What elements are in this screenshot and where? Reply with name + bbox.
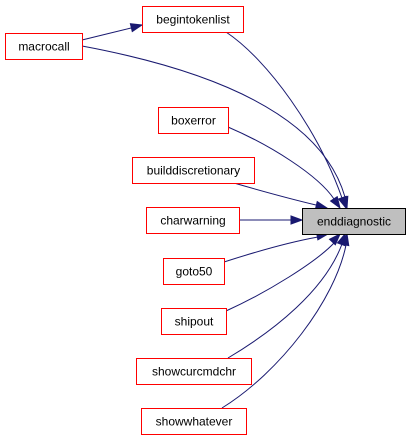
edge-builddiscretionary-to-enddiagnostic (233, 182, 329, 210)
caller-node-shipout[interactable]: shipout (161, 308, 227, 335)
edge-line (223, 236, 319, 263)
arrowhead-icon (129, 23, 144, 33)
node-label: macrocall (18, 40, 69, 54)
edge-line (81, 27, 132, 41)
node-label: builddiscretionary (147, 164, 240, 178)
caller-node-showwhatever[interactable]: showwhatever (141, 408, 247, 435)
arrowhead-icon (290, 215, 304, 225)
node-label: goto50 (176, 265, 213, 279)
node-label: charwarning (160, 214, 225, 228)
node-label: showwhatever (156, 415, 233, 429)
caller-node-begintokenlist[interactable]: begintokenlist (142, 6, 244, 33)
node-label: boxerror (171, 114, 216, 128)
edge-line (225, 242, 335, 312)
node-box[interactable] (146, 207, 240, 234)
node-box[interactable] (132, 157, 255, 184)
focus-node-enddiagnostic: enddiagnostic (302, 208, 406, 235)
caller-node-goto50[interactable]: goto50 (163, 258, 225, 285)
caller-node-showcurcmdchr[interactable]: showcurcmdchr (136, 358, 252, 385)
nodes-layer: enddiagnostic begintokenlist macrocall boxe… (5, 6, 406, 435)
node-box[interactable] (163, 258, 225, 285)
node-box[interactable] (136, 358, 252, 385)
node-box (302, 208, 406, 235)
edge-showwhatever-to-enddiagnostic (221, 232, 350, 409)
edge-showcurcmdchr-to-enddiagnostic (227, 232, 346, 359)
node-label: shipout (175, 315, 214, 329)
arrowhead-icon (328, 232, 342, 246)
edge-line (225, 31, 343, 199)
edge-line (221, 244, 347, 409)
caller-node-boxerror[interactable]: boxerror (158, 107, 229, 134)
node-label: enddiagnostic (317, 215, 391, 229)
node-label: showcurcmdchr (152, 365, 236, 379)
edge-line (81, 45, 346, 198)
edge-line (233, 182, 317, 206)
edge-macrocall-to-begintokenlist (81, 23, 144, 41)
edge-shipout-to-enddiagnostic (225, 232, 342, 312)
edge-line (227, 243, 343, 359)
edge-macrocall-to-enddiagnostic (81, 45, 349, 210)
arrowhead-icon (329, 195, 341, 210)
arrowhead-icon (339, 195, 349, 210)
edges-layer (81, 23, 350, 409)
edge-charwarning-to-enddiagnostic (239, 215, 304, 225)
edge-goto50-to-enddiagnostic (223, 231, 330, 263)
caller-node-charwarning[interactable]: charwarning (146, 207, 240, 234)
node-label: begintokenlist (156, 13, 230, 27)
node-box[interactable] (141, 408, 247, 435)
edge-line (227, 126, 335, 200)
node-box[interactable] (142, 6, 244, 33)
edge-boxerror-to-enddiagnostic (227, 126, 341, 210)
arrowhead-icon (340, 232, 350, 247)
node-box[interactable] (158, 107, 229, 134)
caller-node-builddiscretionary[interactable]: builddiscretionary (132, 157, 255, 184)
node-box[interactable] (161, 308, 227, 335)
caller-node-macrocall[interactable]: macrocall (5, 33, 83, 60)
node-box[interactable] (5, 33, 83, 60)
